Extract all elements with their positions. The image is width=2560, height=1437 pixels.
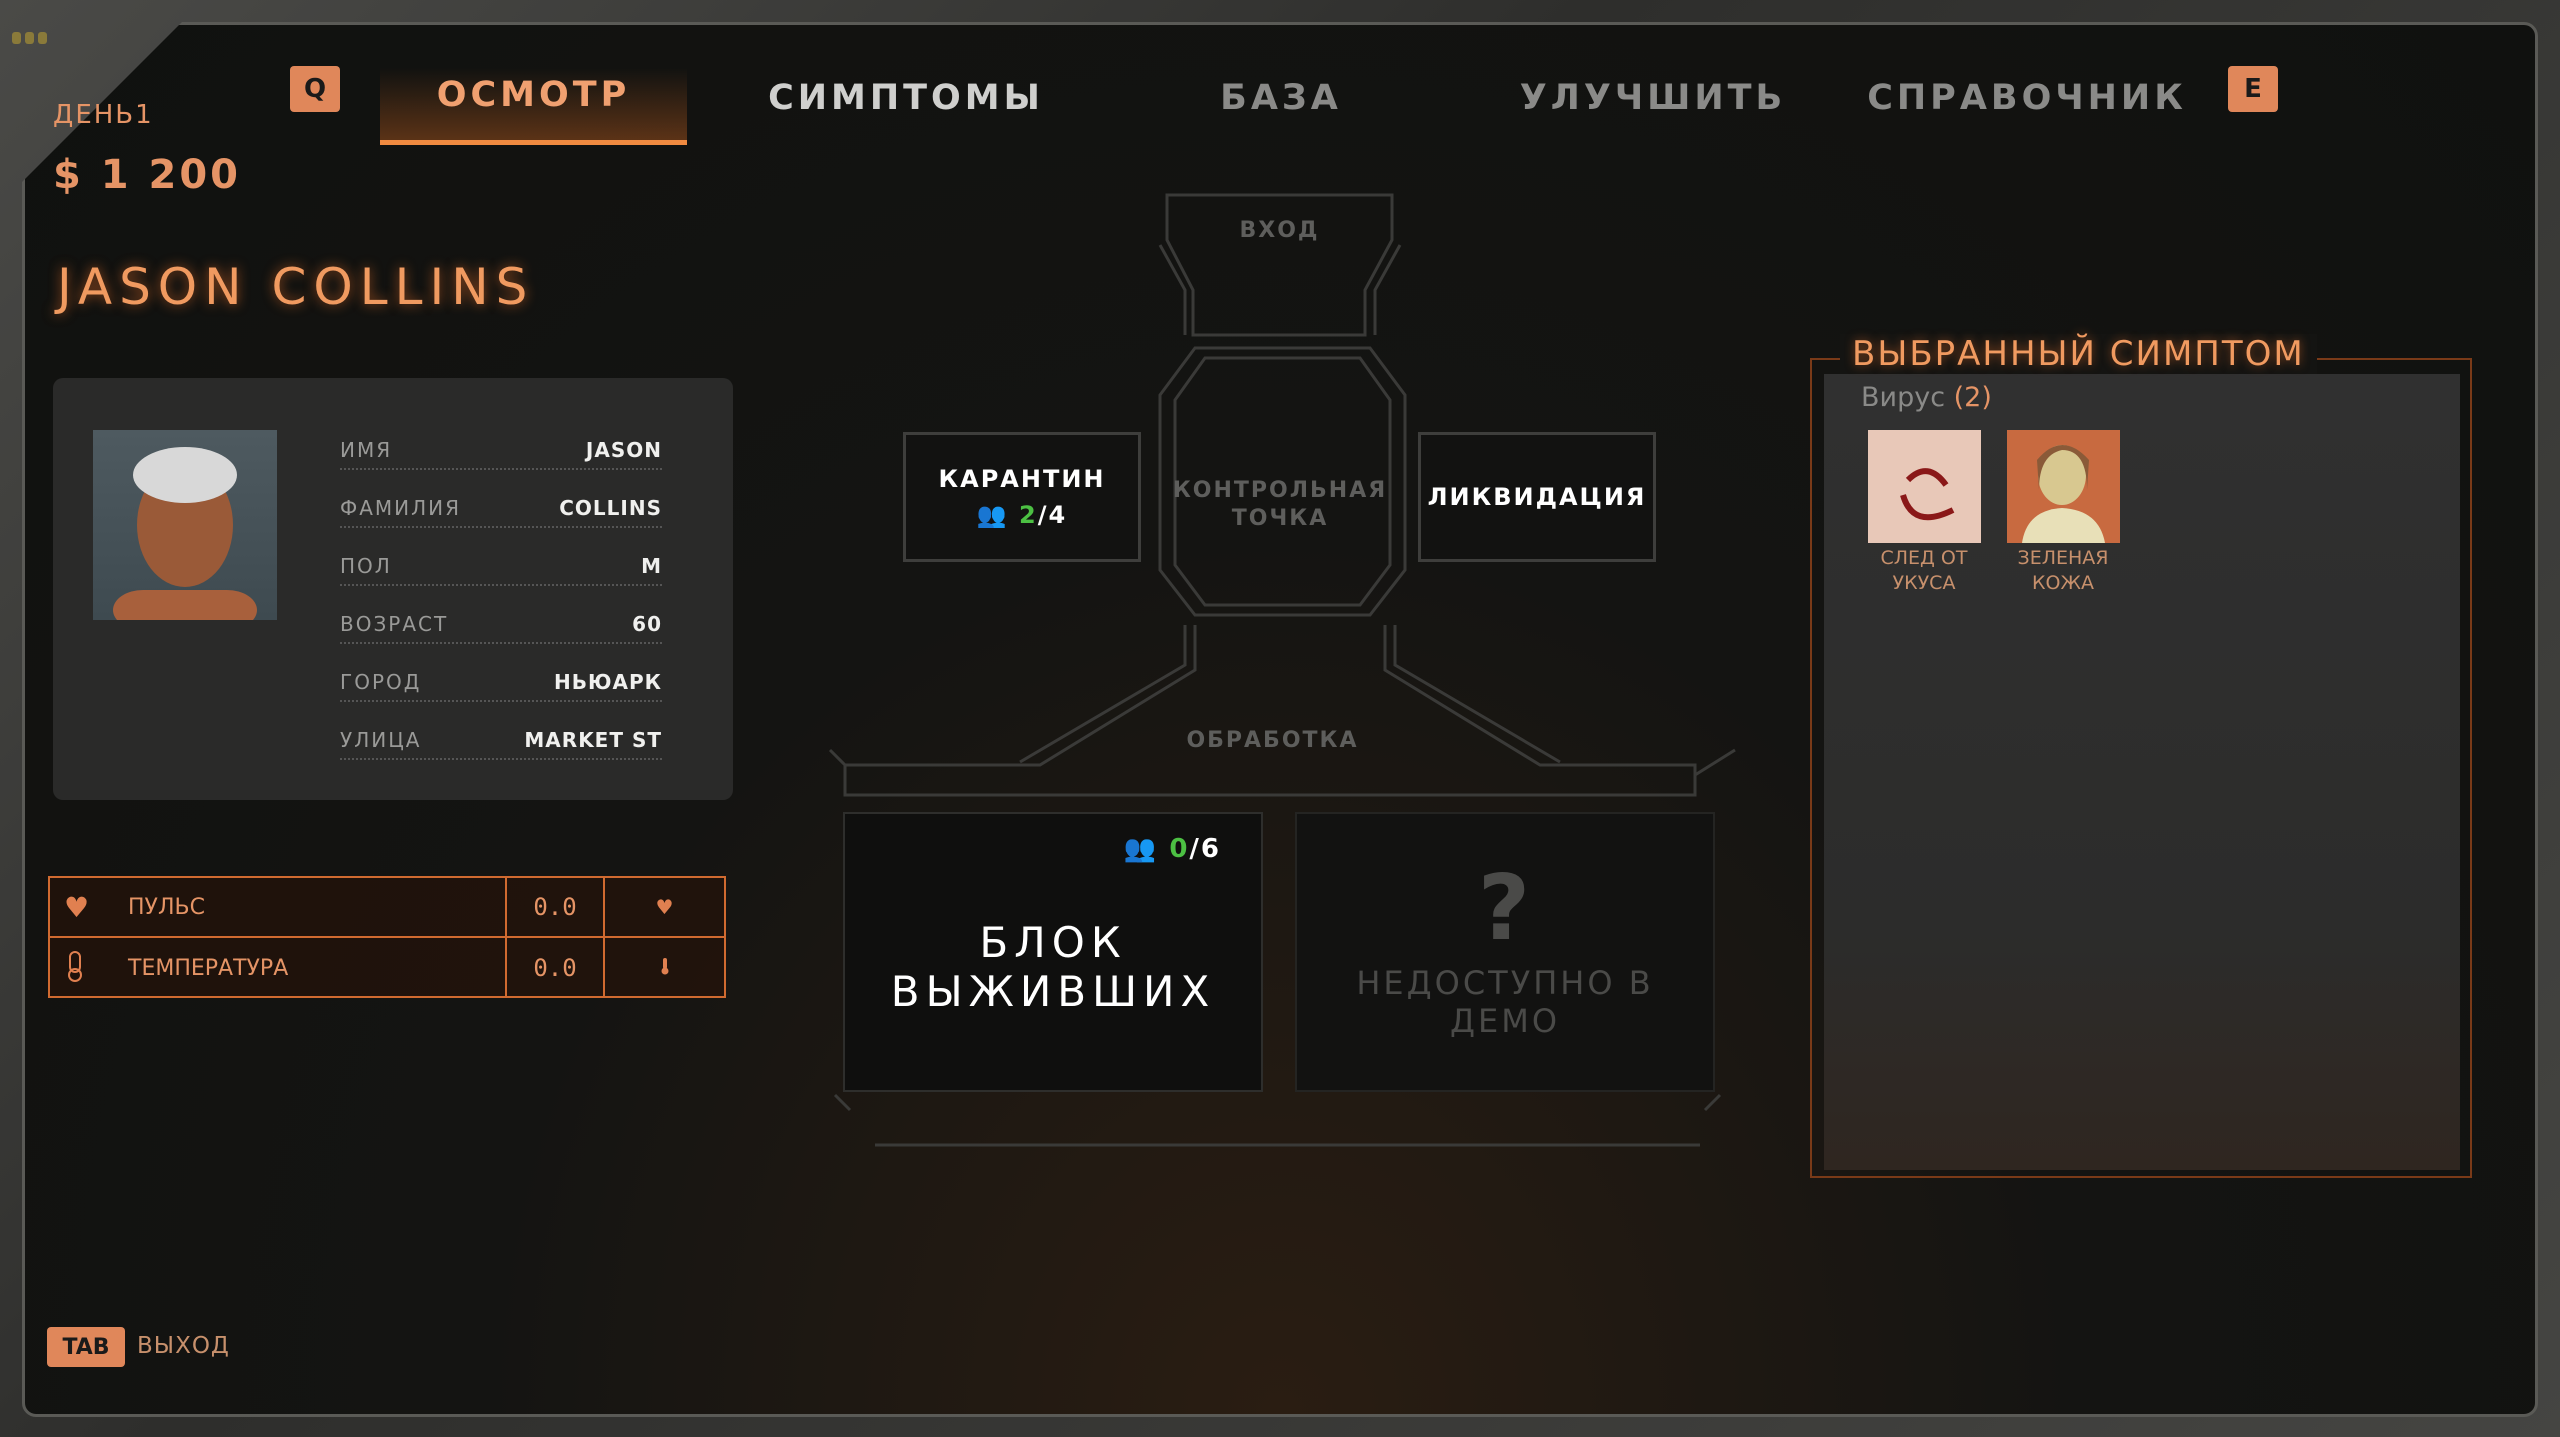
tab-symptoms[interactable]: СИМПТОМЫ: [768, 77, 1044, 118]
vital-temperature[interactable]: ТЕМПЕРАТУРА 0.0: [50, 938, 724, 998]
vital-pulse[interactable]: ♥ ПУЛЬС 0.0 ♥: [50, 878, 724, 938]
people-icon: 👥: [1123, 834, 1159, 864]
room-quarantine[interactable]: КАРАНТИН 👥 2/4: [903, 432, 1141, 562]
day-label: ДЕНЬ1: [53, 100, 154, 130]
room-liquidation[interactable]: ЛИКВИДАЦИЯ: [1418, 432, 1656, 562]
exit-label[interactable]: ВЫХОД: [137, 1333, 230, 1359]
people-icon: 👥: [976, 501, 1009, 529]
room-survivors-block[interactable]: 👥 0/6 БЛОК ВЫЖИВШИХ: [843, 812, 1263, 1092]
tab-inspection[interactable]: ОСМОТР: [380, 50, 687, 145]
patient-portrait: [93, 430, 277, 620]
selected-symptom-panel: Вирус (2) СЛЕД ОТ УКУСА ЗЕЛЕНАЯ КОЖА: [1810, 358, 2472, 1178]
exit-key[interactable]: TAB: [47, 1327, 125, 1367]
thermometer-icon: [64, 950, 104, 986]
tab-handbook[interactable]: СПРАВОЧНИК: [1867, 77, 2187, 118]
heart-icon: ♥: [64, 890, 90, 924]
money-display: $ 1 200: [53, 152, 242, 198]
vitals-table: ♥ ПУЛЬС 0.0 ♥ ТЕМПЕРАТУРА 0.0: [48, 876, 726, 998]
symptom-bite-mark[interactable]: [1868, 430, 1981, 543]
patient-name: JASON COLLINS: [57, 258, 535, 316]
symptom-category: Вирус (2): [1861, 382, 1992, 413]
heart-icon: ♥: [655, 895, 674, 919]
question-mark-icon: ?: [1477, 856, 1533, 961]
panel-title: ВЫБРАННЫЙ СИМПТОМ: [1840, 334, 2317, 374]
prev-tab-key[interactable]: Q: [290, 66, 340, 112]
room-processing[interactable]: ОБРАБОТКА: [1186, 727, 1359, 753]
tab-base[interactable]: БАЗА: [1220, 77, 1342, 118]
symptom-green-skin[interactable]: [2007, 430, 2120, 543]
base-map-outline: [828, 193, 1736, 1147]
next-tab-key[interactable]: E: [2228, 66, 2278, 112]
room-checkpoint[interactable]: КОНТРОЛЬНАЯ ТОЧКА: [1172, 478, 1388, 531]
room-locked: ? НЕДОСТУПНО В ДЕМО: [1295, 812, 1715, 1092]
tab-upgrade[interactable]: УЛУЧШИТЬ: [1519, 77, 1787, 118]
thermometer-icon: [605, 957, 724, 979]
room-entrance[interactable]: ВХОД: [1239, 217, 1320, 243]
status-leds: [12, 32, 47, 44]
